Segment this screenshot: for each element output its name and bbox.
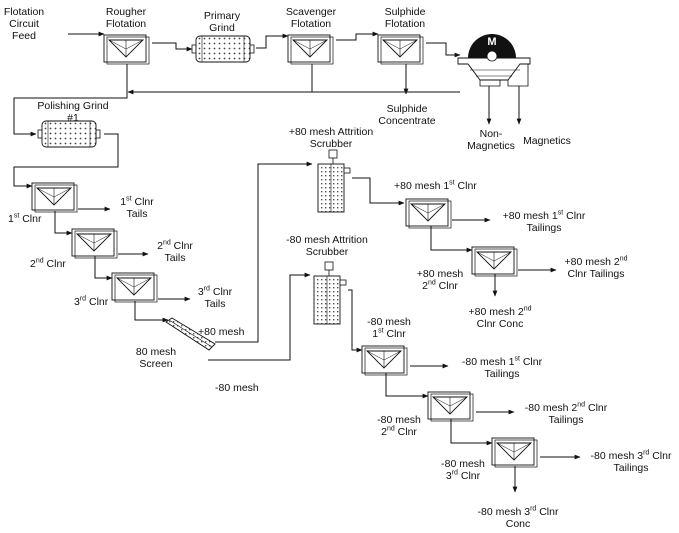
- minus80-label: -80 mesh: [215, 382, 259, 394]
- non-magnetics-label: Non-Magnetics: [467, 128, 515, 152]
- minus80-cleaner-3-cell: [491, 437, 538, 468]
- c3-to-screen-line: [134, 301, 169, 323]
- minus80-line: [208, 272, 311, 361]
- minus80-cleaner-1-cell: [361, 345, 408, 376]
- cleaner-1-label: 1st Clnr: [8, 212, 42, 226]
- minus-scrubber-out-line: [348, 289, 363, 353]
- m1-to-m2-line: [385, 371, 429, 399]
- plus80-line: [215, 161, 313, 343]
- cleaner-1-cell: [31, 182, 78, 213]
- magnet-symbol-label: M: [487, 36, 497, 48]
- cleaner-2-cell: [71, 228, 118, 259]
- c1-to-c2-line: [54, 211, 73, 236]
- grind-to-scavenger-line: [256, 33, 289, 49]
- rougher-to-grind-line: [152, 42, 193, 52]
- magnetic-separator: [457, 34, 531, 87]
- cleaner-2-label: 2nd Clnr: [30, 257, 66, 271]
- sulphide-to-magsep-line: [426, 42, 461, 58]
- minus80-attrition-scrubber: [313, 261, 347, 325]
- scavenger-to-sulphide-line: [336, 31, 379, 41]
- plus80-attrition-scrubber: [317, 149, 351, 213]
- plus80-label: +80 mesh: [198, 326, 245, 338]
- rougher-flotation-cell: [103, 34, 150, 65]
- screen-80-mesh: [165, 317, 216, 351]
- p1-to-p2-line: [430, 224, 473, 253]
- scavenger-flotation-cell: [287, 34, 334, 65]
- polishing-grind-mill: [37, 120, 101, 148]
- polishing-grind-label: Polishing Grind#1: [37, 100, 109, 124]
- primary-grind-mill: [191, 35, 255, 63]
- cleaner-3-cell: [111, 272, 158, 303]
- c2-to-c3-line: [94, 256, 113, 281]
- to-polish-line: [13, 92, 128, 137]
- magnetics-label: Magnetics: [523, 135, 571, 147]
- m2-to-m3-line: [450, 419, 493, 446]
- plus80-cleaner-2-cell: [471, 246, 518, 277]
- plus-scrubber-out-line: [352, 177, 405, 206]
- plus80-cleaner-1-label: +80 mesh 1st Clnr: [394, 179, 477, 193]
- minus80-cleaner-2-cell: [427, 391, 474, 422]
- plus80-cleaner-1-cell: [405, 198, 452, 229]
- polish-to-c1-line: [13, 133, 119, 189]
- sulphide-flotation-cell: [377, 34, 424, 65]
- cleaner-3-label: 3rd Clnr: [74, 295, 109, 309]
